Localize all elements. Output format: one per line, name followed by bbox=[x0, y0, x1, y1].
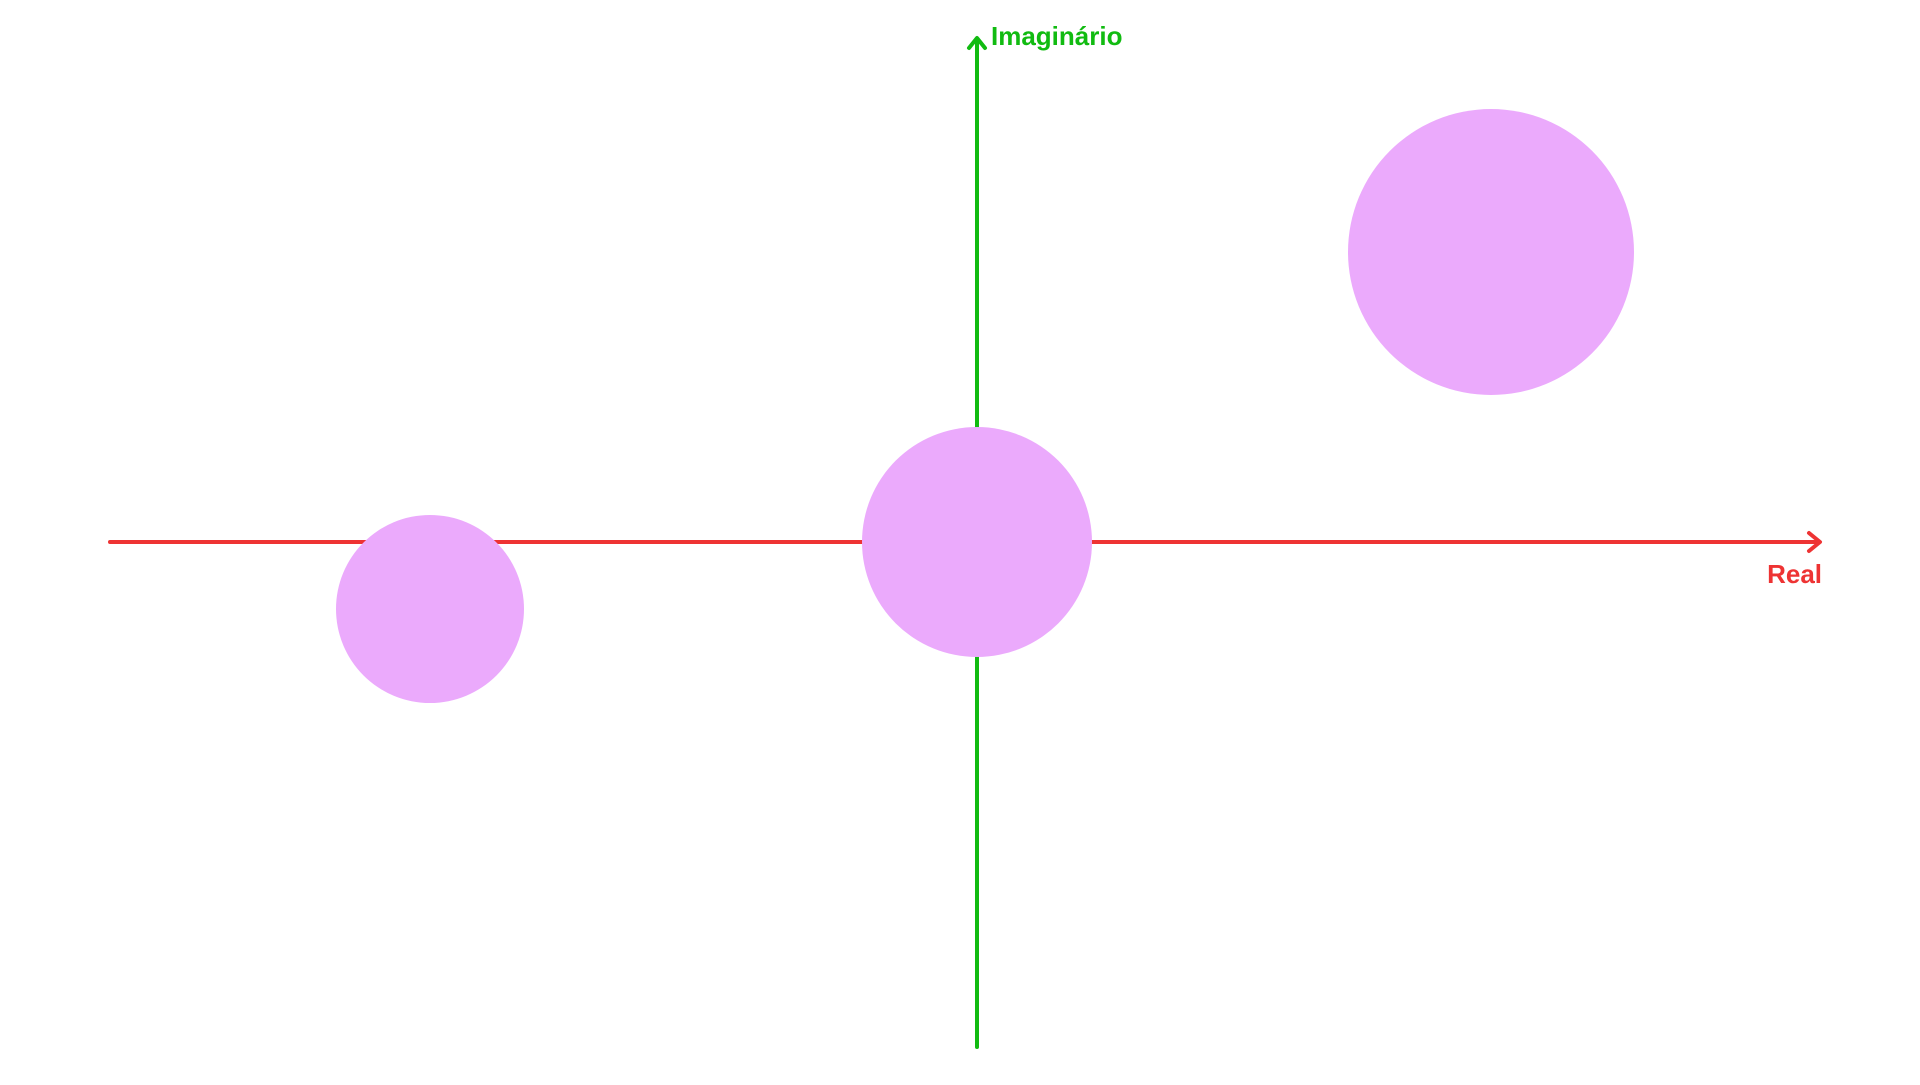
real-axis-label: Real bbox=[1767, 559, 1822, 589]
imaginary-axis-arrowhead bbox=[967, 36, 987, 50]
imaginary-axis-label: Imaginário bbox=[991, 21, 1122, 51]
circle-upper-right bbox=[1348, 109, 1634, 395]
circle-center bbox=[862, 427, 1092, 657]
circle-left bbox=[336, 515, 524, 703]
real-axis-arrowhead bbox=[1807, 531, 1822, 553]
